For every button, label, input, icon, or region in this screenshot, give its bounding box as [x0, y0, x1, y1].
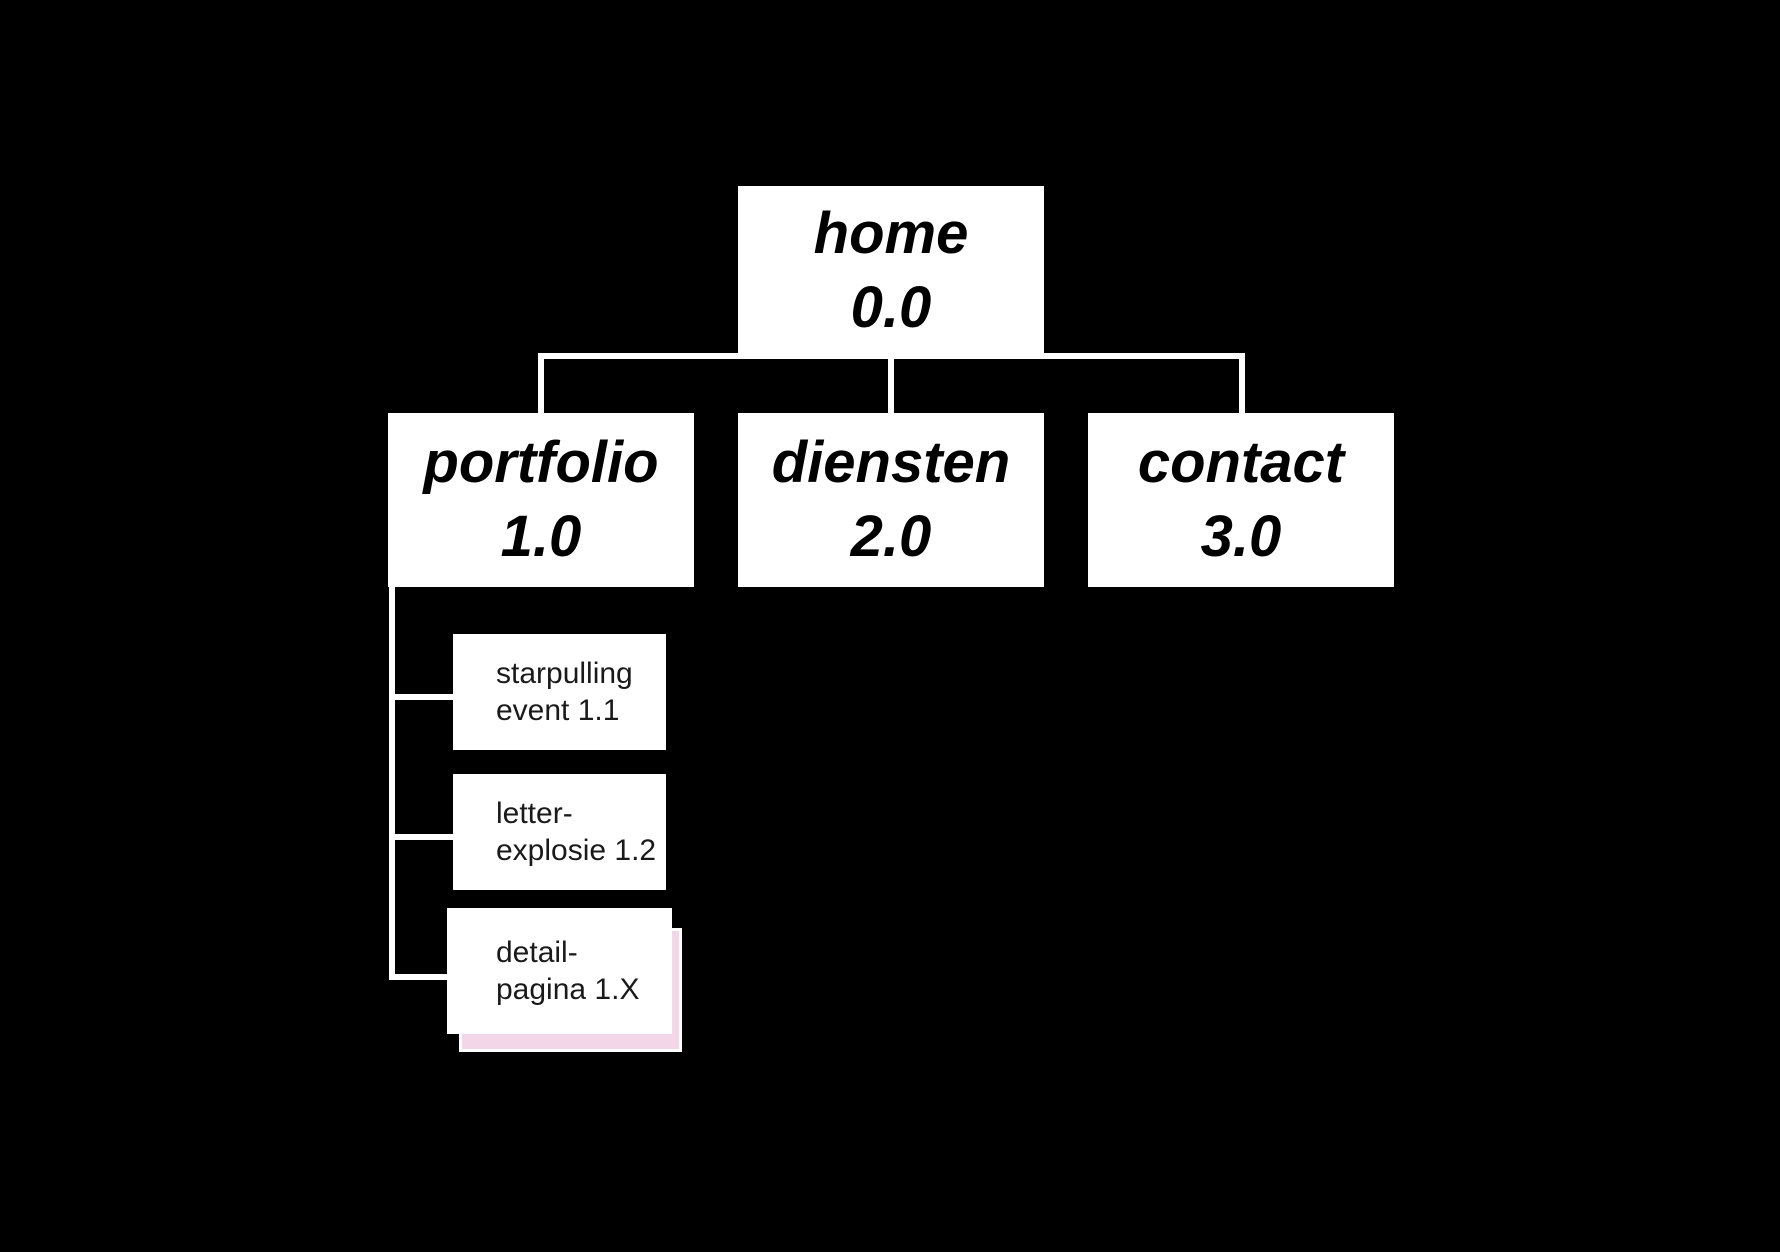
child-1-line-2: event 1.1	[496, 694, 620, 727]
child-2-line-1: letter-	[496, 797, 573, 830]
node-portfolio-code: 1.0	[500, 504, 582, 569]
connector-child-3	[389, 974, 449, 980]
node-child-letterexplosie: letter- explosie 1.2	[453, 774, 666, 890]
node-contact-name: contact	[1137, 430, 1345, 495]
node-home: home 0.0	[738, 186, 1044, 356]
child-1-line-1: starpulling	[496, 657, 633, 690]
node-portfolio-name: portfolio	[423, 430, 659, 495]
connector-child-2	[389, 834, 454, 840]
node-child-detailpagina: detail- pagina 1.X	[447, 908, 672, 1034]
node-child-starpulling: starpulling event 1.1	[453, 634, 666, 750]
child-2-line-2: explosie 1.2	[496, 834, 657, 867]
node-contact: contact 3.0	[1088, 413, 1394, 587]
connector-to-diensten	[888, 353, 894, 413]
node-home-name: home	[813, 201, 969, 266]
node-diensten: diensten 2.0	[738, 413, 1044, 587]
connector-to-contact	[1239, 353, 1245, 413]
child-3-line-1: detail-	[496, 936, 578, 969]
connector-child-1	[389, 694, 454, 700]
node-home-code: 0.0	[850, 275, 932, 340]
connector-to-portfolio	[538, 353, 544, 413]
node-portfolio: portfolio 1.0	[388, 413, 694, 587]
connector-portfolio-trunk	[389, 585, 395, 980]
node-diensten-name: diensten	[771, 430, 1011, 495]
node-contact-code: 3.0	[1200, 504, 1282, 569]
node-diensten-code: 2.0	[850, 504, 932, 569]
child-3-line-2: pagina 1.X	[496, 973, 640, 1006]
